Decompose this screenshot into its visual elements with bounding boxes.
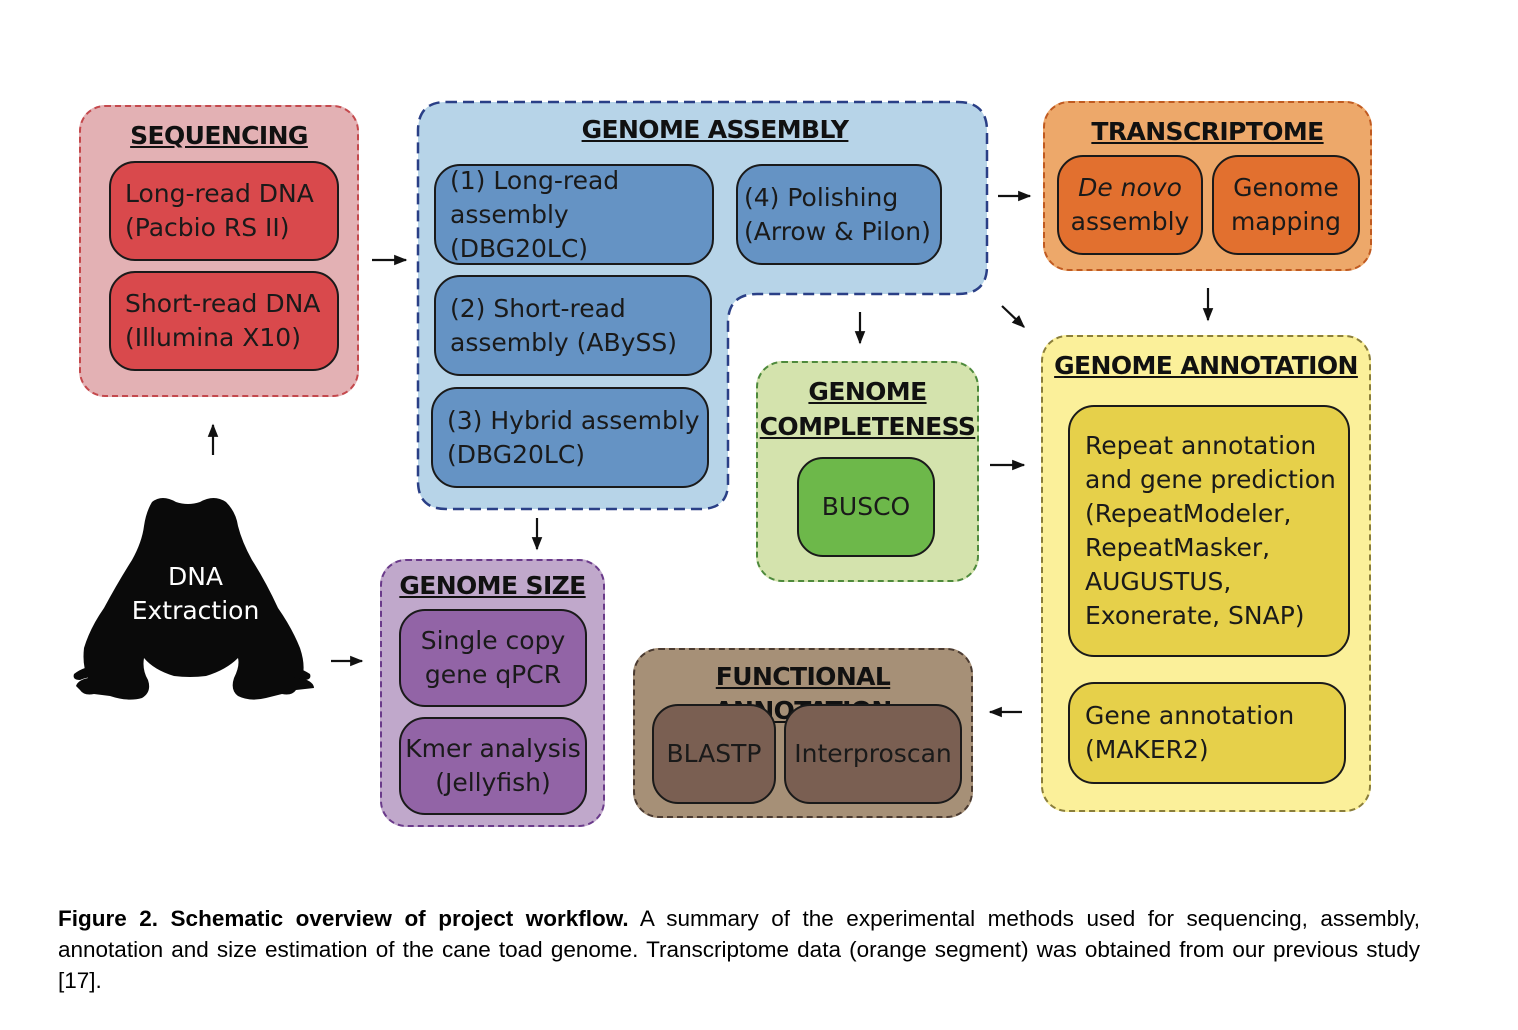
repeat-annotation-line3: (RepeatModeler, <box>1085 499 1292 528</box>
hybrid-assembly-line2: (DBG20LC) <box>447 439 586 469</box>
short-read-dna-line2: (Illumina X10) <box>125 323 301 352</box>
repeat-annotation-line2: and gene prediction <box>1085 465 1336 494</box>
dna-extraction-label: DNA Extraction <box>118 560 273 628</box>
de-novo-assembly-box: De novo assembly <box>1057 155 1203 255</box>
kmer-line2: (Jellyfish) <box>435 768 551 797</box>
interproscan-box: Interproscan <box>784 704 962 804</box>
functional-group: FUNCTIONAL ANNOTATION BLASTP Interprosca… <box>633 648 973 818</box>
de-novo-line1: De novo <box>1078 173 1182 202</box>
genome-mapping-box: Genome mapping <box>1212 155 1360 255</box>
caption-text: A summary of the experimental methods us… <box>58 906 1421 993</box>
dna-extraction-line2: Extraction <box>131 596 260 625</box>
genome-size-group: GENOME SIZE Single copy gene qPCR Kmer a… <box>380 559 605 827</box>
long-read-dna-line2: (Pacbio RS II) <box>125 213 290 242</box>
de-novo-line2: assembly <box>1070 207 1190 236</box>
arrow-assembly-to-annotation <box>1001 305 1025 328</box>
repeat-annotation-line4: RepeatMasker, <box>1085 533 1271 562</box>
short-read-assembly-line2: assembly (ABySS) <box>450 327 677 357</box>
short-read-dna-line1: Short-read DNA <box>125 289 321 318</box>
polishing-box: (4) Polishing (Arrow & Pilon) <box>736 164 942 265</box>
completeness-title-line1: GENOME <box>808 377 927 406</box>
qpcr-line1: Single copy <box>420 626 566 655</box>
kmer-line1: Kmer analysis <box>405 734 581 763</box>
completeness-title-line2: COMPLETENESS <box>759 412 976 441</box>
interproscan-label: Interproscan <box>794 739 952 768</box>
short-read-assembly-box: (2) Short-read assembly (ABySS) <box>434 275 712 376</box>
assembly-title: GENOME ASSEMBLY <box>581 115 849 144</box>
blastp-box: BLASTP <box>652 704 776 804</box>
annotation-title: GENOME ANNOTATION <box>1054 351 1358 380</box>
kmer-box: Kmer analysis (Jellyfish) <box>399 717 587 815</box>
repeat-annotation-line5: AUGUSTUS, <box>1085 567 1232 596</box>
short-read-assembly-line1: (2) Short-read <box>450 293 626 323</box>
polishing-line2: (Arrow & Pilon) <box>744 216 931 246</box>
transcriptome-title: TRANSCRIPTOME <box>1091 117 1324 146</box>
gene-annotation-line2: (MAKER2) <box>1085 735 1209 764</box>
caption-bold: Figure 2. Schematic overview of project … <box>58 906 629 931</box>
gene-annotation-box: Gene annotation (MAKER2) <box>1068 682 1346 784</box>
transcriptome-group: TRANSCRIPTOME De novo assembly Genome ma… <box>1043 101 1372 271</box>
genome-size-title: GENOME SIZE <box>399 571 586 600</box>
repeat-annotation-box: Repeat annotation and gene prediction (R… <box>1068 405 1350 657</box>
busco-box: BUSCO <box>797 457 935 557</box>
long-read-dna-box: Long-read DNA (Pacbio RS II) <box>109 161 339 261</box>
long-read-dna-line1: Long-read DNA <box>125 179 314 208</box>
polishing-line1: (4) Polishing <box>744 182 899 212</box>
toad-silhouette-icon <box>73 498 314 700</box>
sequencing-title: SEQUENCING <box>130 121 308 150</box>
completeness-group: GENOME COMPLETENESS BUSCO <box>756 361 979 582</box>
long-read-assembly-box: (1) Long-read assembly (DBG20LC) <box>434 164 714 265</box>
genome-mapping-line2: mapping <box>1230 207 1342 236</box>
repeat-annotation-line6: Exonerate, SNAP) <box>1085 601 1305 630</box>
repeat-annotation-line1: Repeat annotation <box>1085 431 1317 460</box>
gene-annotation-line1: Gene annotation <box>1085 701 1295 730</box>
blastp-label: BLASTP <box>666 739 762 768</box>
hybrid-assembly-box: (3) Hybrid assembly (DBG20LC) <box>431 387 709 488</box>
qpcr-box: Single copy gene qPCR <box>399 609 587 707</box>
short-read-dna-box: Short-read DNA (Illumina X10) <box>109 271 339 371</box>
dna-extraction-line1: DNA <box>167 562 224 591</box>
qpcr-line2: gene qPCR <box>424 660 562 689</box>
annotation-group: GENOME ANNOTATION Repeat annotation and … <box>1041 335 1371 812</box>
figure-caption: Figure 2. Schematic overview of project … <box>58 903 1420 996</box>
sequencing-group: SEQUENCING Long-read DNA (Pacbio RS II) … <box>79 105 359 397</box>
long-read-assembly-line1: (1) Long-read <box>450 165 620 195</box>
genome-mapping-line1: Genome <box>1233 173 1339 202</box>
busco-label: BUSCO <box>821 492 911 521</box>
long-read-assembly-line2: assembly (DBG20LC) <box>450 199 589 263</box>
hybrid-assembly-line1: (3) Hybrid assembly <box>447 405 700 435</box>
